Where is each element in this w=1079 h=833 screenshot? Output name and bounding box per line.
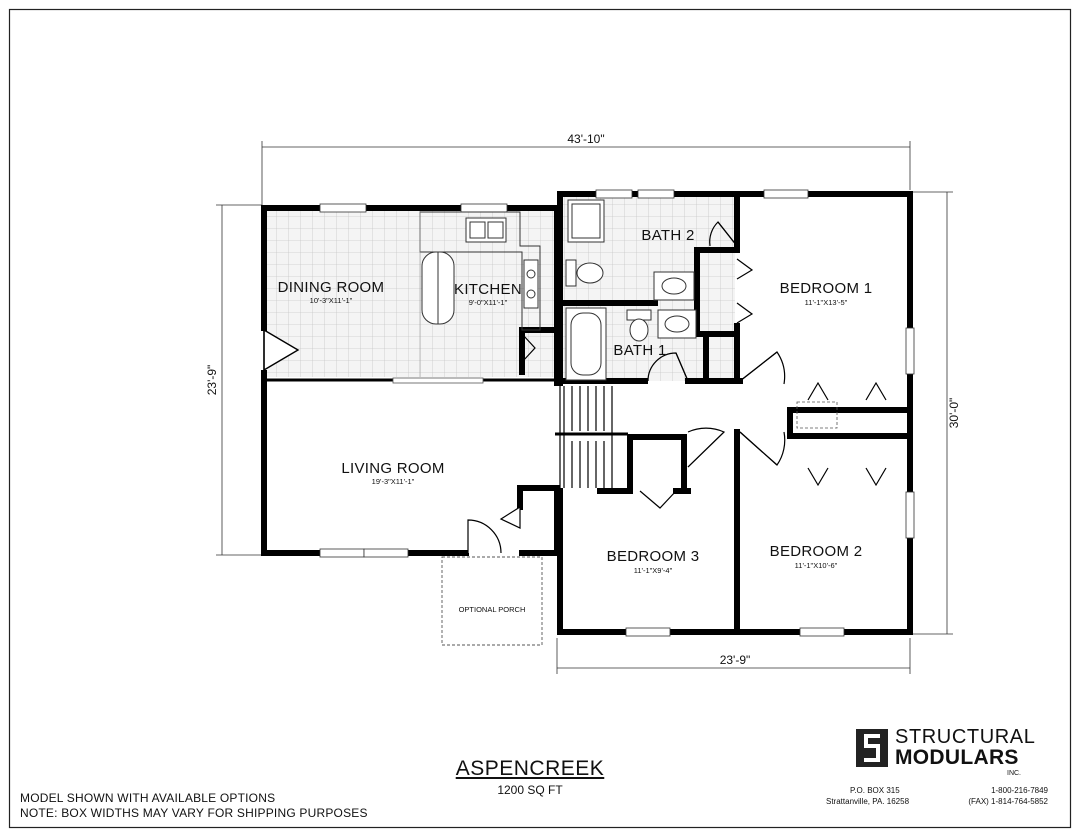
bedroom-2-dims: 11'-1"X10'-6"	[795, 561, 838, 570]
bath-fixtures	[565, 199, 697, 381]
optional-porch-label: OPTIONAL PORCH	[459, 605, 526, 614]
company-name-line-1: STRUCTURAL	[895, 726, 1036, 748]
dining-room-dims: 10'-3"X11'-1"	[310, 296, 353, 305]
optional-porch-outline	[441, 556, 543, 646]
closet-shelf	[796, 401, 838, 429]
plan-square-footage: 1200 SQ FT	[497, 783, 563, 797]
bedroom-2-label: BEDROOM 2	[770, 543, 863, 560]
bottom-width-label: 23'-9"	[720, 653, 751, 667]
left-depth-label: 23'-9"	[205, 365, 219, 396]
plan-title-block: ASPENCREEK 1200 SQ FT	[430, 757, 630, 797]
sheet-border	[8, 8, 1072, 829]
doors	[263, 221, 887, 554]
dining-kitchen-tile	[267, 209, 555, 377]
bath-1-label: BATH 1	[613, 342, 666, 359]
kitchen-fixtures	[419, 211, 541, 331]
windows	[319, 189, 915, 637]
bedroom-1-dims: 11'-1"X13'-5"	[805, 298, 848, 307]
company-phone: 1-800-216-7849	[991, 786, 1048, 795]
note-line-1: MODEL SHOWN WITH AVAILABLE OPTIONS	[20, 791, 276, 805]
company-city: Strattanville, PA. 16258	[826, 797, 910, 806]
company-name-line-2: MODULARS	[895, 746, 1019, 769]
company-po-box: P.O. BOX 315	[850, 786, 900, 795]
overall-width-label: 43'-10"	[567, 132, 604, 146]
bedroom-3-label: BEDROOM 3	[607, 548, 700, 565]
kitchen-dims: 9'-0"X11'-1"	[469, 298, 508, 307]
dimension-lines	[216, 141, 953, 674]
dining-room-label: DINING ROOM	[278, 279, 385, 296]
plan-title: ASPENCREEK	[455, 757, 605, 780]
stairs	[555, 386, 628, 488]
company-address: P.O. BOX 315 Strattanville, PA. 16258	[826, 785, 909, 807]
company-phones: 1-800-216-7849 (FAX) 1-814-764-5852	[947, 785, 1048, 807]
structural-modulars-logo-icon	[856, 729, 888, 767]
living-room-opening	[392, 377, 484, 384]
kitchen-label: KITCHEN	[454, 281, 522, 298]
plan-notes: MODEL SHOWN WITH AVAILABLE OPTIONS NOTE:…	[20, 791, 368, 821]
living-room-label: LIVING ROOM	[341, 460, 444, 477]
right-depth-label: 30'-0"	[947, 398, 961, 429]
bedroom-1-label: BEDROOM 1	[780, 280, 873, 297]
note-line-2: NOTE: BOX WIDTHS MAY VARY FOR SHIPPING P…	[20, 806, 368, 820]
bath-2-label: BATH 2	[641, 227, 694, 244]
company-fax: (FAX) 1-814-764-5852	[968, 797, 1048, 806]
company-inc: INC.	[1007, 770, 1021, 777]
bedroom-3-dims: 11'-1"X9'-4"	[634, 566, 673, 575]
living-room-dims: 19'-3"X11'-1"	[372, 477, 415, 486]
